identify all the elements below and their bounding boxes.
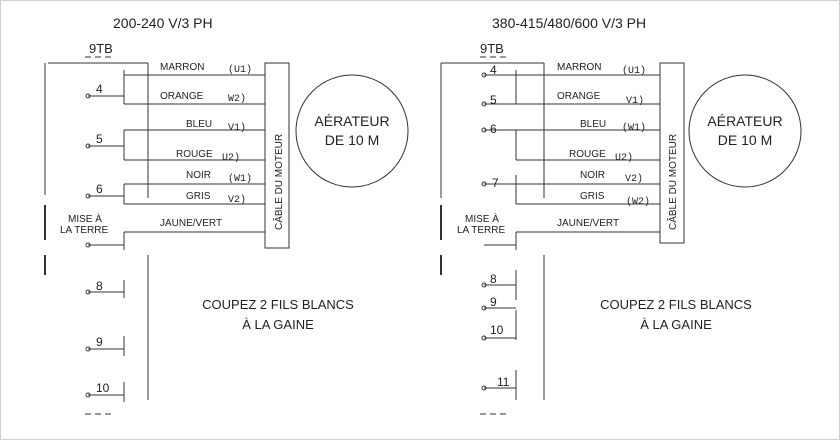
left-wire-color: GRIS	[186, 191, 211, 202]
right-wire-color: GRIS	[580, 191, 605, 202]
left-aerator-label-2: DE 10 M	[325, 132, 379, 148]
left-wire-lead: (U1)	[228, 64, 252, 76]
left-terminal-9: 9	[96, 335, 103, 349]
right-wire-color: ORANGE	[557, 91, 601, 102]
left-wire-color: ORANGE	[160, 91, 204, 102]
left-terminal-block-label: 9TB	[89, 41, 113, 56]
left-wire-lead: U2)	[222, 152, 240, 164]
right-cable-label: CÂBLE DU MOTEUR	[666, 134, 679, 230]
left-wire-color: JAUNE/VERT	[160, 218, 222, 229]
right-wire-color: MARRON	[557, 62, 601, 73]
left-terminal-5: 5	[96, 132, 103, 146]
right-terminal-5: 5	[490, 93, 497, 107]
left-wire-color: BLEU	[186, 119, 212, 130]
right-ground-label-2: LA TERRE	[457, 225, 505, 236]
right-wire-color: ROUGE	[569, 149, 606, 160]
left-wire-color: NOIR	[186, 170, 211, 181]
right-terminal-6: 6	[490, 122, 497, 136]
left-note-2: À LA GAINE	[242, 317, 314, 332]
right-terminal-4: 4	[490, 63, 497, 77]
right-note-2: À LA GAINE	[640, 317, 712, 332]
left-terminal-8: 8	[96, 279, 103, 293]
right-wire-color: JAUNE/VERT	[557, 218, 619, 229]
left-terminal-10: 10	[96, 381, 110, 395]
left-voltage-label: 200-240 V/3 PH	[113, 15, 213, 31]
right-ground-label-1: MISE À	[465, 212, 499, 225]
right-wire-lead: (U1)	[622, 65, 646, 77]
left-wire-color: ROUGE	[176, 149, 213, 160]
left-ground-label-2: LA TERRE	[60, 225, 108, 236]
right-terminal-10: 10	[490, 323, 504, 337]
left-terminal-6: 6	[96, 182, 103, 196]
right-wire-lead: V1)	[626, 95, 644, 107]
right-wire-lead: (W1)	[622, 122, 646, 134]
right-voltage-label: 380-415/480/600 V/3 PH	[492, 15, 646, 31]
left-note-1: COUPEZ 2 FILS BLANCS	[202, 297, 354, 312]
right-aerator-label-2: DE 10 M	[718, 132, 772, 148]
right-note-1: COUPEZ 2 FILS BLANCS	[600, 297, 752, 312]
right-wire-color: BLEU	[580, 119, 606, 130]
left-wire-lead: W2)	[228, 93, 246, 105]
right-wire-lead: U2)	[615, 152, 633, 164]
left-wire-lead: V2)	[228, 194, 246, 206]
left-wiring-diagram	[44, 56, 409, 415]
right-terminal-7: 7	[492, 176, 499, 190]
left-ground-label-1: MISE À	[68, 212, 102, 225]
left-wire-lead: V1)	[228, 122, 246, 134]
left-terminal-4: 4	[96, 82, 103, 96]
right-terminal-11: 11	[497, 375, 510, 389]
right-terminal-block-label: 9TB	[480, 41, 504, 56]
left-wire-color: MARRON	[160, 62, 204, 73]
right-wire-lead: V2)	[625, 173, 643, 185]
left-cable-label: CÂBLE DU MOTEUR	[272, 134, 285, 230]
right-wire-color: NOIR	[580, 170, 605, 181]
right-aerator-label-1: AÉRATEUR	[707, 113, 782, 129]
right-terminal-9: 9	[490, 295, 497, 309]
right-wiring-diagram	[440, 56, 802, 415]
left-aerator-label-1: AÉRATEUR	[314, 113, 389, 129]
right-terminal-8: 8	[490, 272, 497, 286]
left-wire-lead: (W1)	[228, 173, 252, 185]
right-wire-lead: (W2)	[626, 196, 650, 208]
